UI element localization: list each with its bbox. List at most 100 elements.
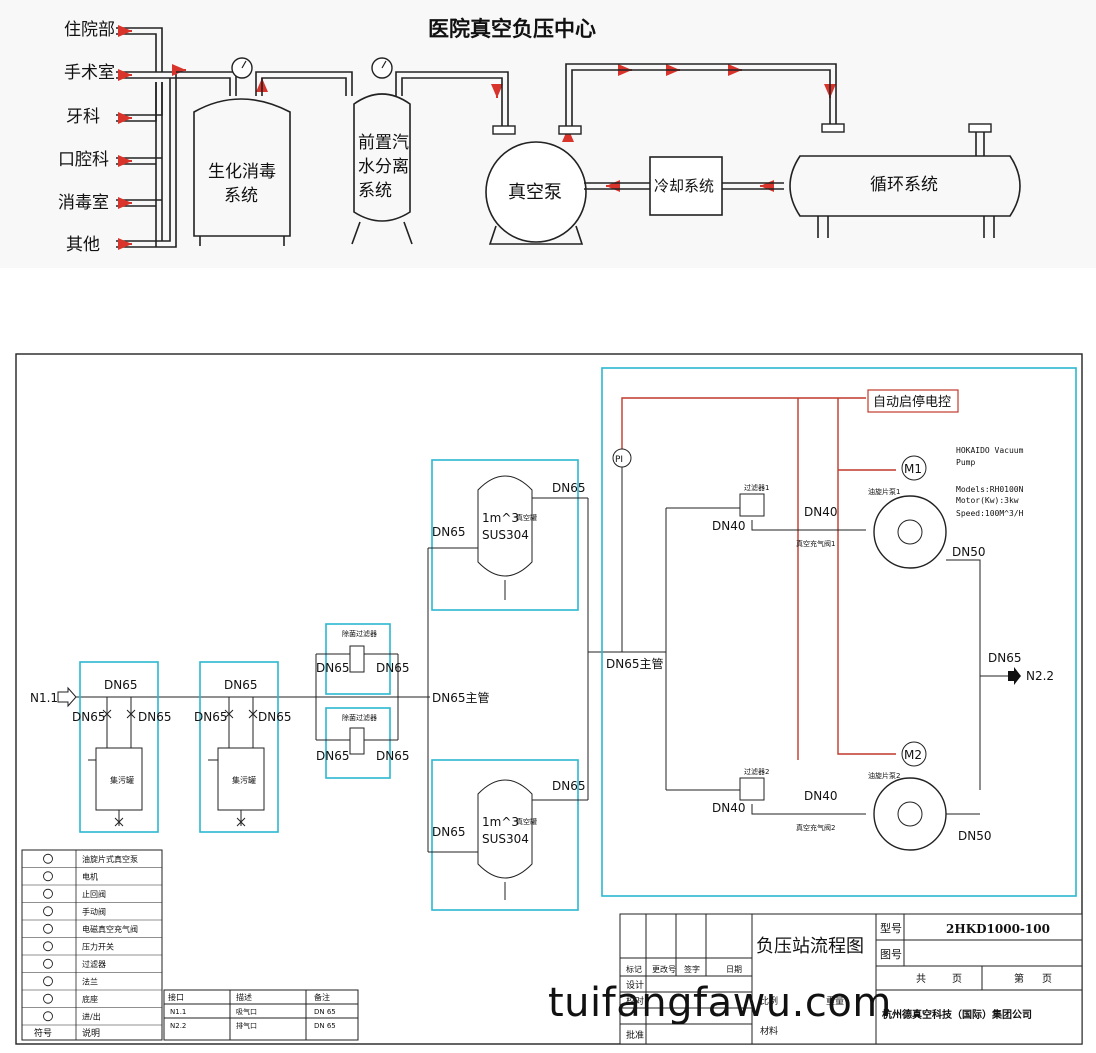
dn65-label: DN65 — [432, 825, 466, 839]
tank2-line1: 前置汽 — [358, 133, 409, 153]
source-label: 消毒室 — [58, 193, 109, 213]
valve2-label: 真空充气阀2 — [796, 823, 835, 832]
dn65-label: DN65 — [376, 749, 410, 763]
vane-pump-icon — [873, 777, 947, 851]
vane-pump-icon — [873, 495, 947, 569]
dn40-label: DN40 — [712, 801, 746, 815]
tank1-line1: 生化消毒 — [208, 162, 276, 182]
motor-icon — [901, 455, 927, 481]
dn65-label: DN65 — [988, 651, 1022, 665]
top-title: 医院真空负压中心 — [428, 17, 596, 41]
pressure-switch-icon — [43, 941, 53, 952]
spec-line: Pump — [956, 458, 975, 467]
legend-text: 止回阀 — [82, 889, 106, 899]
source-pipes — [116, 27, 177, 248]
source-list: 住院部 手术室 牙科 口腔科 消毒室 其他 — [58, 20, 115, 255]
dn65-label: DN65 — [224, 678, 258, 692]
legend-footer: 符号 — [34, 1027, 52, 1039]
total-label: 共 — [916, 973, 926, 985]
watermark: tuifangfawu.com — [548, 980, 892, 1026]
filter-icon — [43, 958, 53, 969]
col-label: 标记 — [626, 964, 642, 974]
collector-label: 集污罐 — [232, 775, 256, 785]
legend-text: 法兰 — [82, 976, 98, 986]
legend-footer: 说明 — [82, 1027, 100, 1039]
ports-table: 接口 描述 备注 N1.1 吸气口 DN 65 N2.2 排气口 DN 65 — [163, 989, 359, 1041]
spec-line: Speed:100M^3/H — [956, 509, 1024, 518]
dn65-label: DN65 — [258, 710, 292, 724]
dn65-label: DN65 — [552, 779, 586, 793]
dn40-label: DN40 — [804, 789, 838, 803]
filter-module-1: 除菌过滤器 DN65 DN65 — [315, 623, 430, 740]
spec-line: HOKAIDO Vacuum — [956, 446, 1024, 455]
source-label: 口腔科 — [58, 150, 109, 170]
valve1-label: 真空充气阀1 — [796, 539, 835, 548]
source-label: 住院部 — [64, 20, 115, 40]
dn40-label: DN40 — [712, 519, 746, 533]
filter-label: 除菌过滤器 — [342, 713, 377, 722]
spec-line: Motor(Kw):3kw — [956, 496, 1019, 505]
model-label: 型号 — [880, 921, 902, 935]
control-label: 自动启停电控 — [873, 394, 951, 410]
dn50-label: DN50 — [952, 545, 986, 559]
pump-branch-2: 过滤器2 DN40 DN40 真空充气阀2 油旋片泵2 M2 DN50 — [666, 741, 992, 851]
pages-label: 页 — [1042, 973, 1052, 985]
filter2-label: 过滤器2 — [744, 767, 769, 776]
vacuum-vessel-2: 1m^3 真空罐 SUS304 DN65 DN65 — [428, 759, 588, 911]
drawing-no-label: 图号 — [880, 948, 902, 961]
ports-header: 描述 — [236, 992, 252, 1002]
base-icon — [43, 993, 53, 1004]
pump2-tag: 油旋片泵2 — [868, 771, 900, 780]
m1-label: M1 — [904, 462, 922, 476]
col-label: 日期 — [726, 965, 742, 974]
sheet-label: 第 — [1014, 972, 1024, 985]
collector-label: 集污罐 — [110, 775, 134, 785]
separator-tank: 前置汽 水分离 系统 — [351, 57, 413, 245]
pump-branch-1: 过滤器1 DN40 DN40 真空充气阀1 油旋片泵1 M1 DN50 HOKA… — [665, 446, 1024, 790]
tank1-line2: 系统 — [224, 186, 258, 206]
dn65-label: DN65 — [552, 481, 586, 495]
row-label: 设计 — [626, 979, 644, 991]
disinfection-tank: 生化消毒 系统 — [176, 57, 291, 246]
inlet-label: N1.1 — [30, 691, 58, 705]
ports-cell: N2.2 — [170, 1022, 186, 1030]
top-schematic: 医院真空负压中心 住院部 手术室 牙科 口腔科 消毒室 其他 — [0, 0, 1096, 268]
ports-cell: 吸气口 — [236, 1007, 257, 1016]
circulation-label: 循环系统 — [870, 175, 938, 195]
vessel-size: 1m^3 — [482, 815, 519, 829]
cooling-label: 冷却系统 — [654, 177, 714, 195]
vacuum-vessel-1: 1m^3 真空罐 SUS304 DN65 DN65 — [428, 459, 588, 611]
legend-text: 电机 — [82, 871, 98, 881]
dn65-label: DN65 — [194, 710, 228, 724]
dn65-label: DN65 — [104, 678, 138, 692]
filter1-label: 过滤器1 — [744, 483, 769, 492]
motor-icon — [43, 871, 53, 882]
ratio-label: 比例 — [760, 995, 778, 1007]
dn65-label: DN65 — [316, 749, 350, 763]
legend-text: 手动阀 — [82, 906, 106, 916]
title-block: 负压站流程图 型号 2HKD1000-100 图号 共 页 第 页 标记 更改号… — [619, 913, 1083, 1045]
col-label: 签字 — [684, 964, 700, 974]
material-label: 材料 — [760, 1025, 778, 1037]
pump1-tag: 油旋片泵1 — [868, 487, 900, 496]
company-name: 杭州德真空科技（国际）集团公司 — [882, 1008, 1032, 1021]
ports-cell: DN 65 — [314, 1008, 336, 1016]
filter-label: 除菌过滤器 — [342, 629, 377, 638]
legend-text: 电磁真空充气阀 — [82, 924, 138, 934]
main-pipe-label: DN65主管 — [432, 690, 490, 705]
main-pipe-label: DN65主管 — [606, 656, 664, 671]
ports-cell: N1.1 — [170, 1008, 186, 1016]
dn65-label: DN65 — [376, 661, 410, 675]
m2-label: M2 — [904, 748, 922, 762]
source-label: 手术室 — [64, 63, 115, 83]
vessel-size: 1m^3 — [482, 511, 519, 525]
ports-header: 接口 — [168, 992, 184, 1002]
dn40-label: DN40 — [804, 505, 838, 519]
drawing-name: 负压站流程图 — [756, 936, 864, 957]
outlet-label: N2.2 — [1026, 669, 1054, 683]
ports-cell: DN 65 — [314, 1022, 336, 1030]
dn65-label: DN65 — [138, 710, 172, 724]
flow-diagram: N1.1 DN65 DN65 DN65 集污罐 DN65 DN65 DN65 集… — [15, 353, 1083, 1045]
dn50-label: DN50 — [958, 829, 992, 843]
